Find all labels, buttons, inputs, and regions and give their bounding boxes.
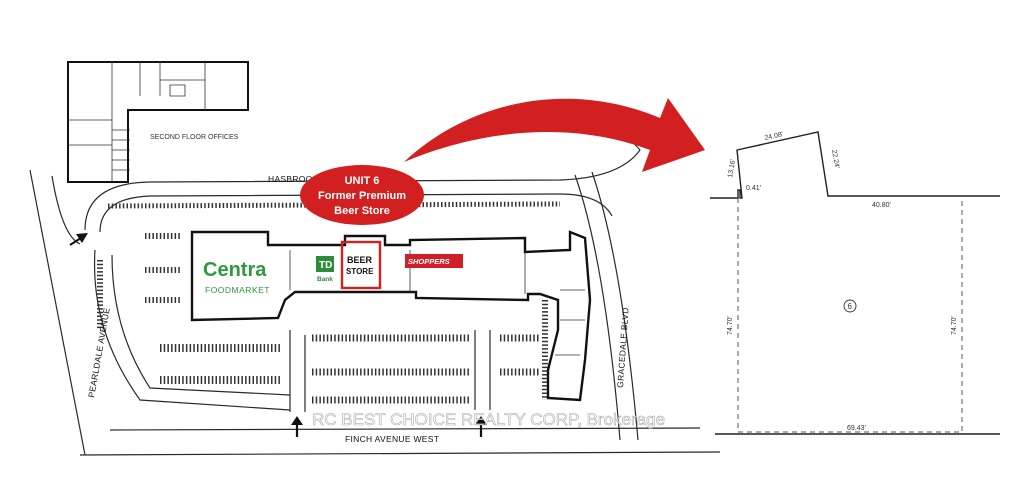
shoppers-logo-box	[405, 254, 463, 268]
callout-arrow-icon	[404, 98, 705, 172]
dim-top-right: 40.80'	[872, 202, 891, 209]
dim-right-slant: 22.24'	[830, 149, 840, 169]
shoppers-logo: SHOPPERS	[408, 257, 450, 266]
callout-line2: Former Premium	[318, 190, 406, 202]
unit-6-highlight	[340, 240, 382, 290]
parking-stalls	[97, 201, 561, 404]
beer-store-line2: STORE	[346, 267, 374, 276]
pearldale-label: PEARLDALE AVENUE	[86, 307, 112, 398]
watermark: RC BEST CHOICE REALTY CORP, Brokerage	[312, 410, 665, 429]
entrance-arrow-west	[69, 233, 88, 246]
finch-label: FINCH AVENUE WEST	[345, 434, 439, 444]
dim-left-side: 74.70'	[727, 316, 734, 335]
entrance-arrow-finch-2	[475, 416, 487, 437]
td-sub: Bank	[317, 276, 333, 283]
dim-left-top: 13.16'	[727, 159, 737, 179]
second-floor-label: SECOND FLOOR OFFICES	[150, 134, 239, 141]
unit-6-floor-plan	[710, 131, 1000, 435]
callout-line3: Beer Store	[334, 205, 390, 217]
centra-sub: FOODMARKET	[205, 285, 270, 295]
callout-bubble	[300, 165, 424, 225]
road-network	[29, 127, 721, 456]
beer-store-line1: BEER	[347, 255, 373, 265]
dim-top-slant: 24.08'	[764, 131, 784, 142]
callout-line1: UNIT 6	[345, 175, 380, 187]
unit-number: 6	[848, 302, 853, 311]
plaza-building	[190, 230, 592, 402]
centra-logo: Centra	[203, 259, 267, 281]
dim-bottom: 69.43'	[847, 425, 866, 432]
second-floor-offices-building	[67, 61, 249, 183]
entrance-arrow-finch-1	[291, 416, 303, 437]
td-logo-box	[316, 256, 334, 272]
hasbrook-label: HASBROO	[268, 174, 313, 184]
dim-step: 0.41'	[746, 185, 761, 192]
dim-right-side: 74.70'	[951, 316, 958, 335]
unit-marker	[843, 299, 857, 313]
td-logo: TD	[319, 260, 332, 271]
